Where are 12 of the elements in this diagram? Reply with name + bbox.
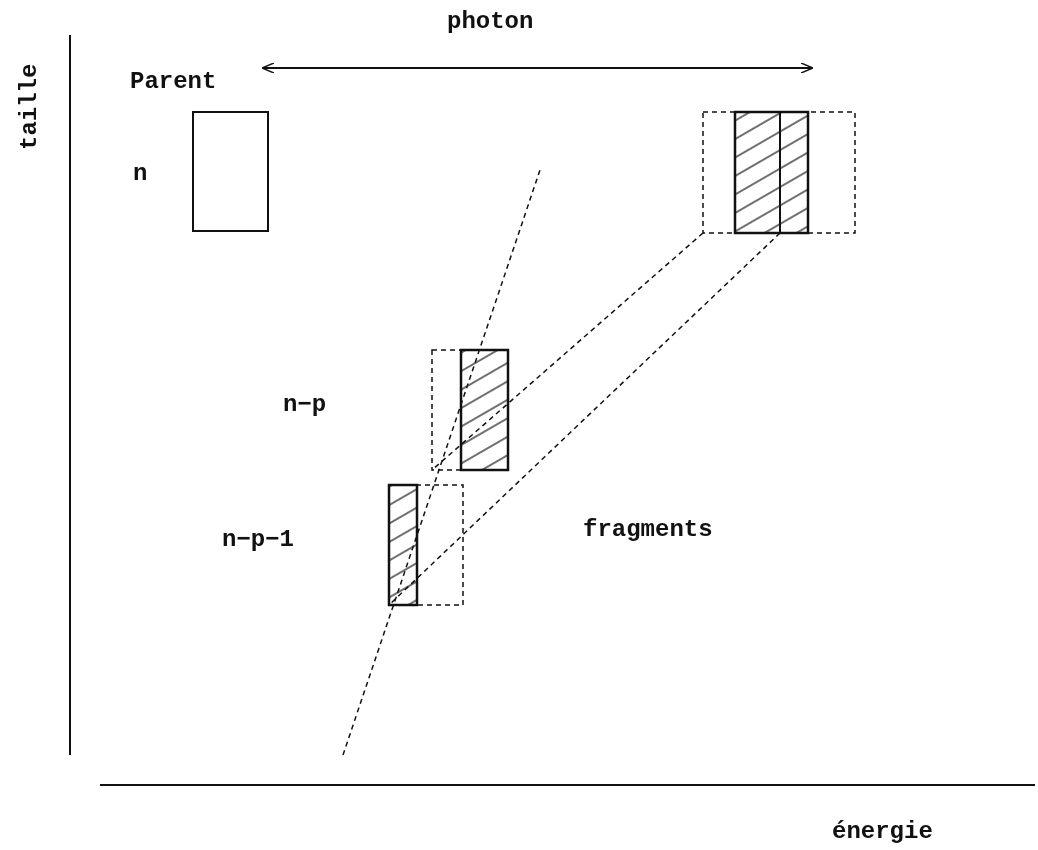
energy-window-drawing — [702, 110, 856, 235]
fragment-drawing — [387, 483, 464, 607]
axis-title: énergie — [832, 820, 933, 844]
node-heading: Parent — [130, 70, 217, 94]
size-label: n — [133, 162, 148, 186]
region-label: fragments — [583, 518, 713, 542]
axis-title: taille — [18, 63, 42, 150]
size-label: n−p — [283, 393, 327, 417]
fragment-drawing — [431, 348, 510, 472]
size-label: n−p−1 — [222, 528, 294, 552]
parent-rectangle — [192, 111, 269, 232]
arrow-label: photon — [447, 10, 534, 34]
